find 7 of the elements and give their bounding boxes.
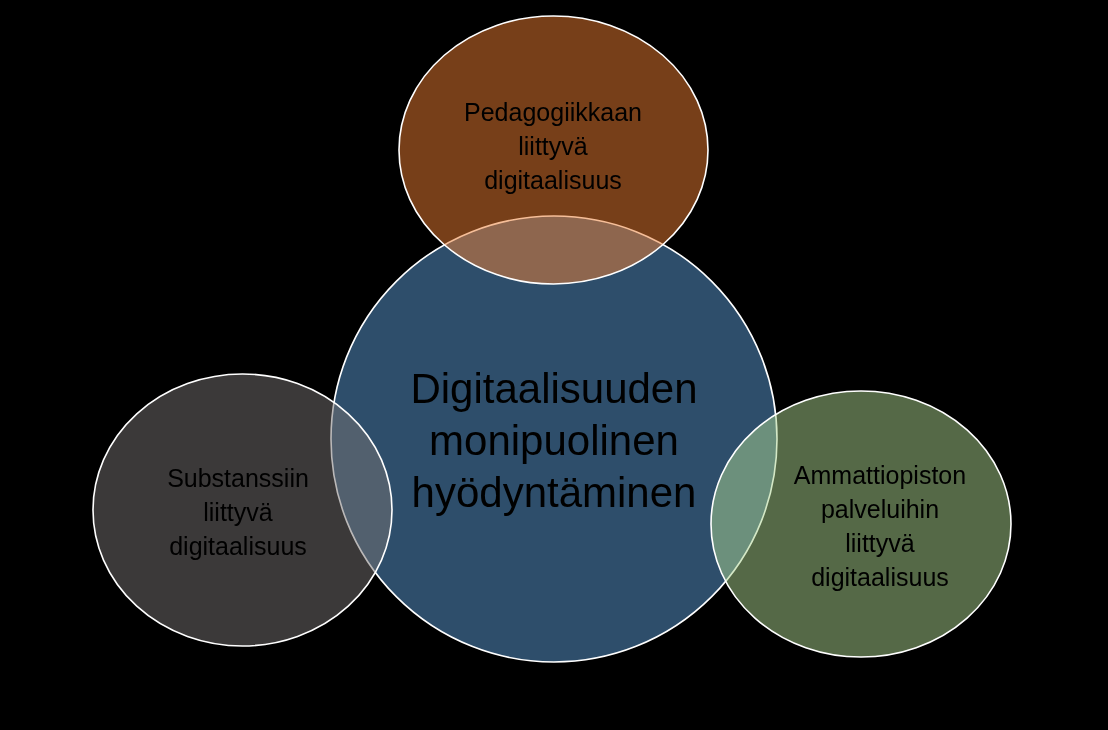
circle-label: Pedagogiikkaan liittyvä digitaalisuus	[463, 97, 643, 196]
venn-circle	[92, 373, 393, 647]
venn-circle	[710, 390, 1012, 658]
venn-circle	[398, 15, 709, 285]
circle-label: Substanssiin liittyvä digitaalisuus	[166, 463, 310, 562]
circle-label: Ammattiopiston palveluihin liittyvä digitaalisuus	[792, 460, 968, 593]
circle-label: Digitaalisuuden monipuolinen hyödyntäminen	[409, 363, 699, 519]
